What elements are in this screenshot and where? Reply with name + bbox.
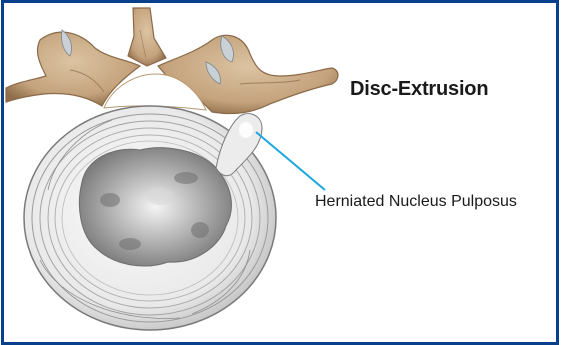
diagram-title: Disc-Extrusion [350, 78, 488, 101]
nucleus-pulposus [79, 148, 231, 266]
herniated-nucleus-label: Herniated Nucleus Pulposus [315, 193, 517, 211]
